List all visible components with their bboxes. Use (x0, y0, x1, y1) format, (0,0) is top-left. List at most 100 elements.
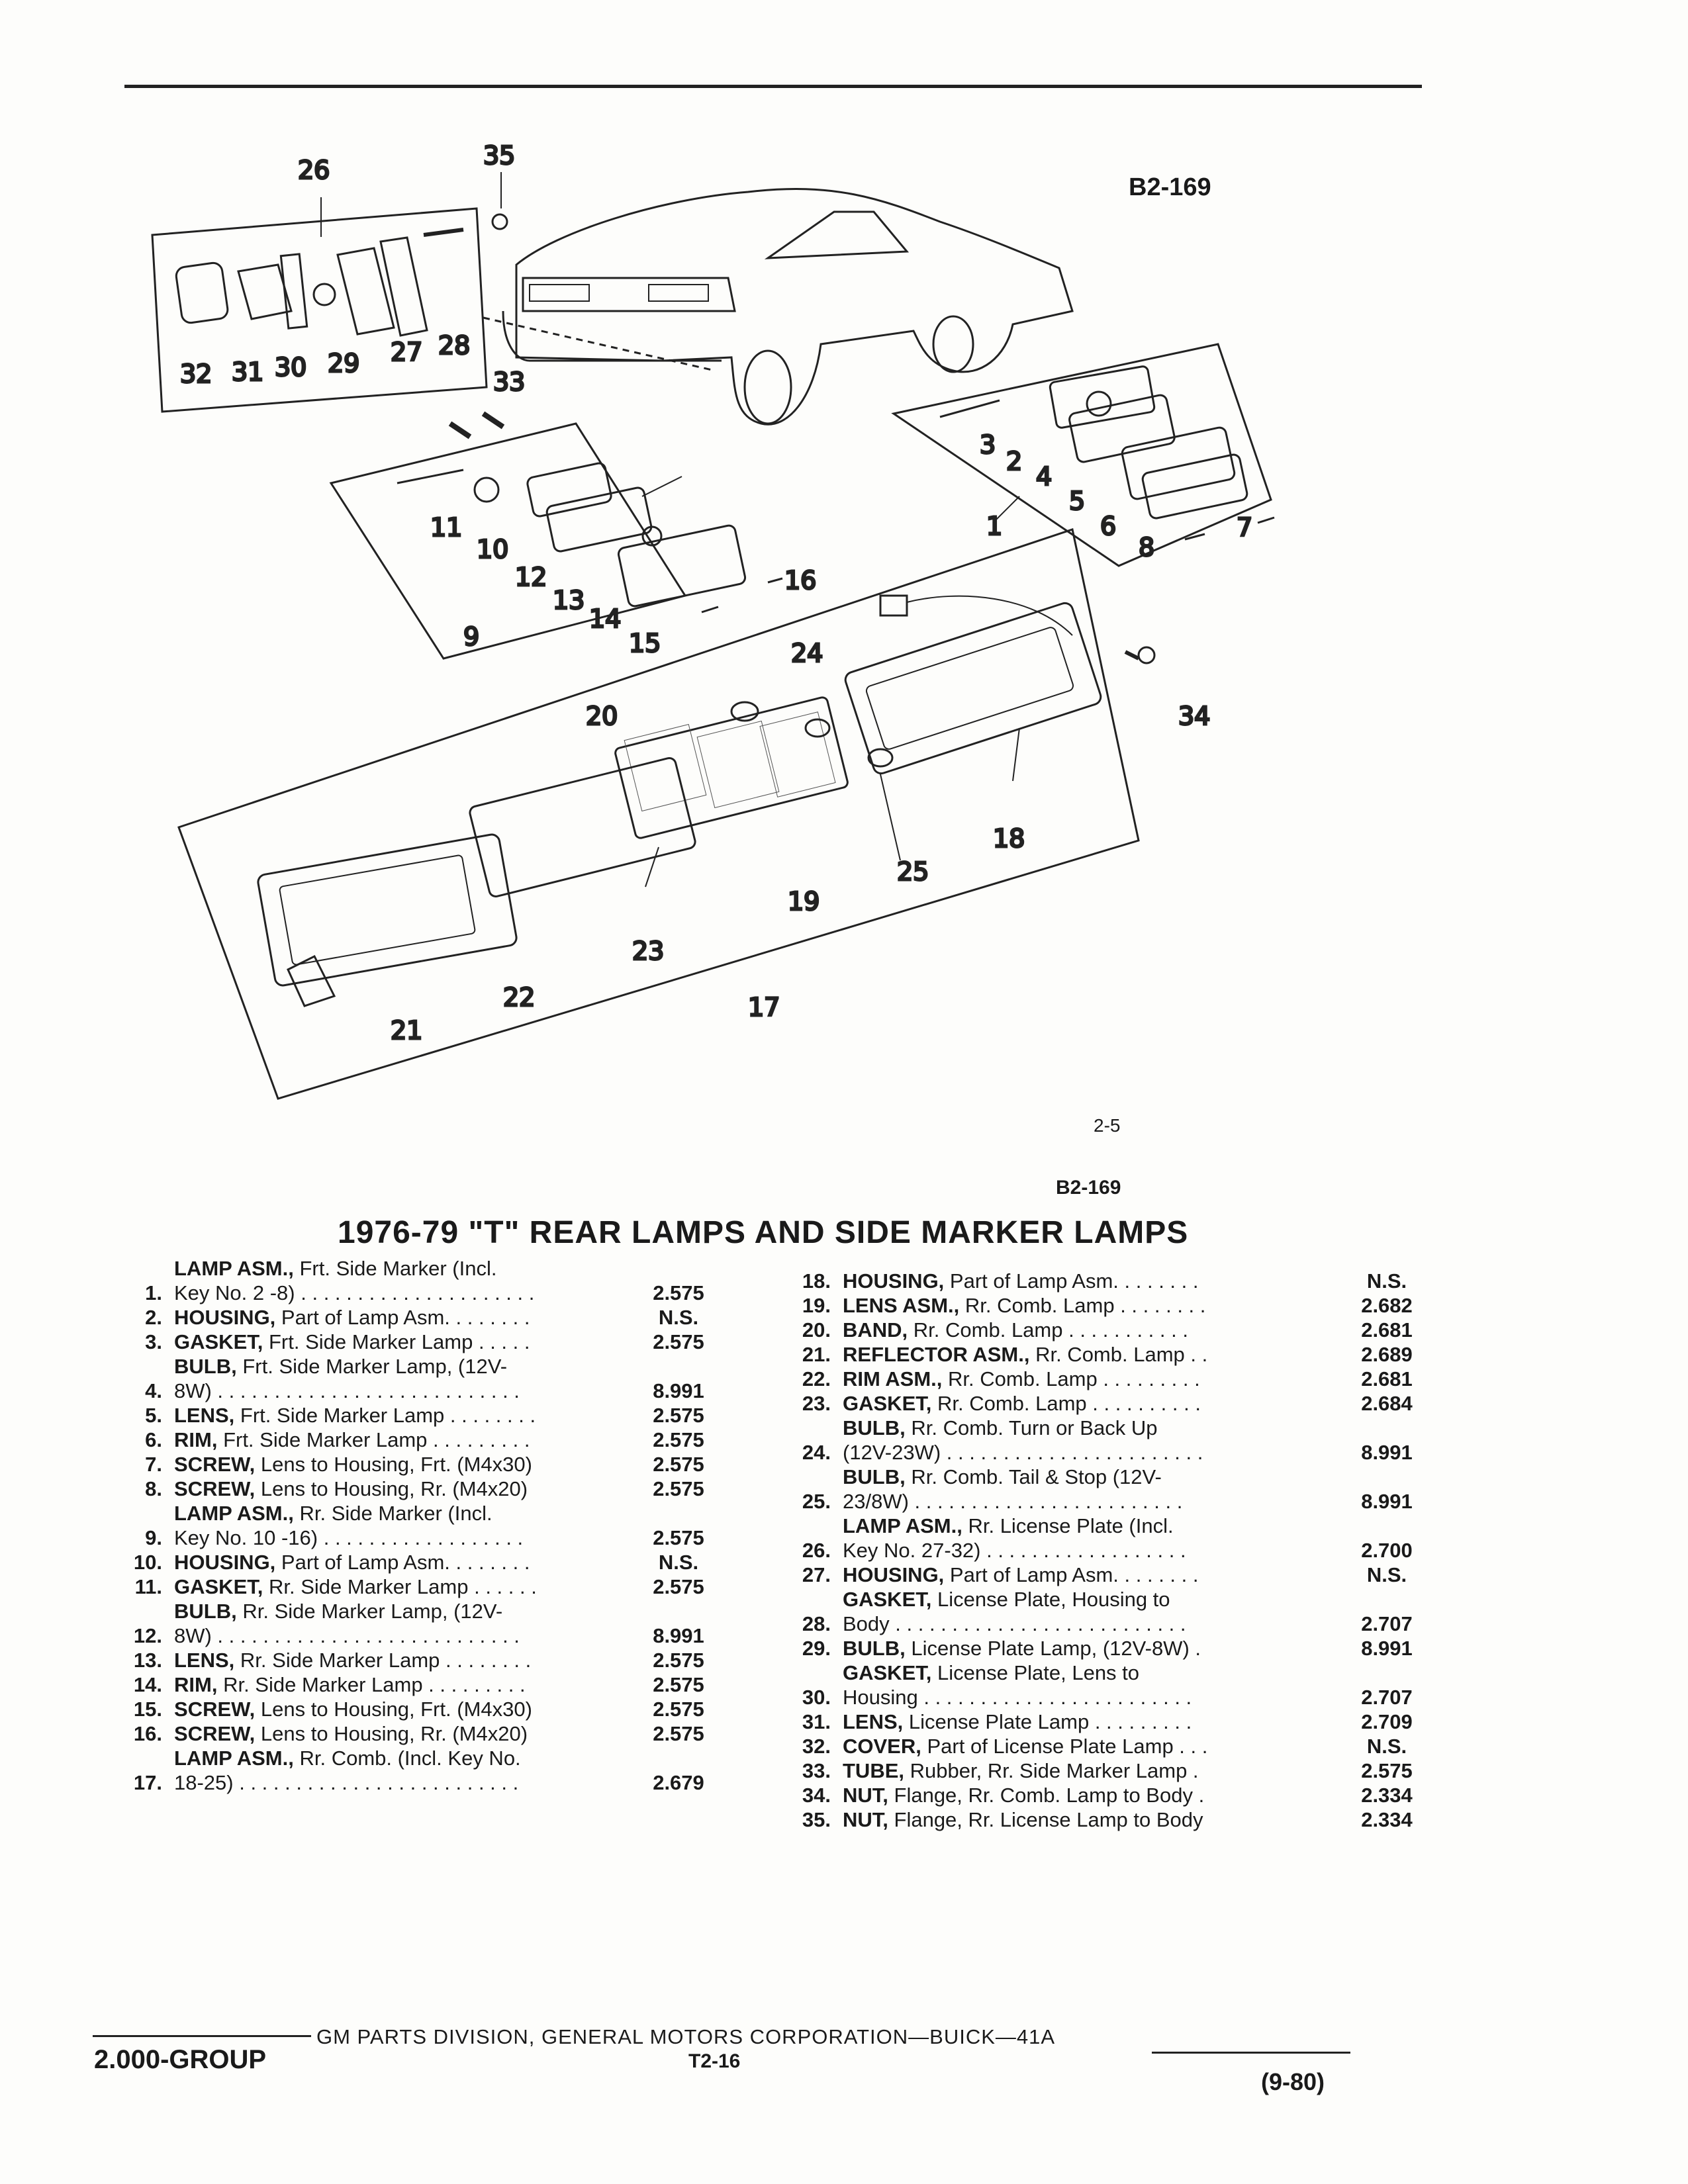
callout-31: 31 (232, 357, 263, 387)
parts-list-row: 2.HOUSING, Part of Lamp Asm. . . . . . .… (106, 1305, 722, 1330)
part-key-number: 24. (802, 1441, 831, 1464)
parts-list-row: 12.BULB, Rr. Side Marker Lamp, (12V- 8W)… (106, 1599, 722, 1648)
part-group-number: 2.575 (653, 1673, 704, 1696)
part-group-number: 2.689 (1361, 1343, 1413, 1366)
part-detail: Rr. Comb. Lamp . . . . . . . . . . (937, 1392, 1201, 1415)
figure-number: 2-5 (1094, 1115, 1121, 1136)
part-description: BULB, Rr. Comb. Turn or Back Up (12V-23W… (843, 1416, 1344, 1465)
parts-list-row: 19.LENS ASM., Rr. Comb. Lamp . . . . . .… (774, 1293, 1430, 1318)
parts-list-row: 16.SCREW, Lens to Housing, Rr. (M4x20)2.… (106, 1721, 722, 1746)
part-name: RIM, (174, 1673, 218, 1696)
part-key-number: 20. (802, 1318, 831, 1342)
callout-19: 19 (788, 887, 820, 916)
part-description: HOUSING, Part of Lamp Asm. . . . . . . . (843, 1269, 1344, 1293)
part-description: LAMP ASM., Rr. Comb. (Incl. Key No. 18-2… (174, 1746, 635, 1795)
part-detail: Rr. Side Marker Lamp . . . . . . (268, 1575, 537, 1598)
part-description: RIM, Rr. Side Marker Lamp . . . . . . . … (174, 1672, 635, 1697)
part-detail: Part of Lamp Asm. . . . . . . . (281, 1306, 530, 1329)
parts-list-row: 34.NUT, Flange, Rr. Comb. Lamp to Body .… (774, 1783, 1430, 1807)
callout-23: 23 (632, 936, 664, 966)
part-detail: Rr. Comb. Lamp . . (1035, 1343, 1208, 1366)
part-detail: Lens to Housing, Frt. (M4x30) (260, 1698, 532, 1721)
parts-list-row: 25.BULB, Rr. Comb. Tail & Stop (12V- 23/… (774, 1465, 1430, 1514)
part-name: LAMP ASM., (843, 1514, 962, 1537)
part-name: HOUSING, (843, 1269, 945, 1293)
part-detail: Part of Lamp Asm. . . . . . . . (949, 1563, 1199, 1586)
part-detail: Rr. Comb. Lamp . . . . . . . . . (948, 1367, 1200, 1390)
part-name: BULB, (843, 1416, 906, 1439)
part-group-number: 2.700 (1361, 1539, 1413, 1562)
part-key-number: 18. (802, 1269, 831, 1293)
part-name: LENS, (843, 1710, 904, 1733)
part-name: SCREW, (174, 1477, 256, 1500)
part-description: RIM ASM., Rr. Comb. Lamp . . . . . . . .… (843, 1367, 1344, 1391)
part-description: TUBE, Rubber, Rr. Side Marker Lamp . (843, 1758, 1344, 1783)
parts-list-row: 15.SCREW, Lens to Housing, Frt. (M4x30)2… (106, 1697, 722, 1721)
part-description: HOUSING, Part of Lamp Asm. . . . . . . . (174, 1550, 635, 1574)
part-detail: Rr. Comb. Tail & Stop (12V- 23/8W) . . .… (843, 1465, 1183, 1513)
part-detail: Rr. License Plate (Incl. Key No. 27-32) … (843, 1514, 1186, 1562)
part-key-number: 4. (145, 1379, 162, 1402)
part-name: LAMP ASM., (174, 1502, 294, 1525)
part-key-number: 34. (802, 1784, 831, 1807)
part-name: LENS, (174, 1404, 235, 1427)
part-group-number: N.S. (1366, 1735, 1407, 1758)
part-group-number: 2.709 (1361, 1710, 1413, 1733)
part-detail: Frt. Side Marker (Incl. Key No. 2 -8) . … (174, 1257, 535, 1304)
part-key-number: 32. (802, 1735, 831, 1758)
part-group-number: 2.575 (653, 1698, 704, 1721)
callout-35: 35 (483, 141, 515, 170)
part-group-number: 8.991 (1361, 1637, 1413, 1660)
part-name: TUBE, (843, 1759, 904, 1782)
part-detail: Part of Lamp Asm. . . . . . . . (949, 1269, 1199, 1293)
part-group-number: 2.575 (653, 1649, 704, 1672)
part-key-number: 27. (802, 1563, 831, 1586)
part-key-number: 29. (802, 1637, 831, 1660)
parts-list-row: 9.LAMP ASM., Rr. Side Marker (Incl. Key … (106, 1501, 722, 1550)
top-rule (124, 85, 1422, 88)
part-group-number: 2.334 (1361, 1808, 1413, 1831)
callout-11: 11 (430, 513, 462, 542)
part-group-number: N.S. (1366, 1269, 1407, 1293)
callout-18: 18 (993, 824, 1025, 853)
parts-list-row: 13.LENS, Rr. Side Marker Lamp . . . . . … (106, 1648, 722, 1672)
part-key-number: 31. (802, 1710, 831, 1733)
part-description: BAND, Rr. Comb. Lamp . . . . . . . . . .… (843, 1318, 1344, 1342)
part-detail: License Plate Lamp . . . . . . . . . (908, 1710, 1192, 1733)
callout-3: 3 (980, 430, 996, 459)
section-ref-code: B2-169 (1056, 1177, 1121, 1199)
part-name: GASKET, (843, 1588, 932, 1611)
part-group-number: 2.682 (1361, 1294, 1413, 1317)
callout-1: 1 (986, 512, 1002, 541)
part-detail: Rr. Comb. Lamp . . . . . . . . . . . (913, 1318, 1188, 1342)
part-key-number: 12. (133, 1624, 162, 1647)
callout-6: 6 (1100, 512, 1116, 541)
part-name: RIM ASM., (843, 1367, 943, 1390)
part-detail: Rr. Comb. Turn or Back Up (12V-23W) . . … (843, 1416, 1203, 1464)
part-name: GASKET, (174, 1330, 263, 1353)
part-group-number: 8.991 (1361, 1490, 1413, 1513)
part-key-number: 11. (134, 1575, 162, 1598)
part-key-number: 6. (145, 1428, 162, 1451)
part-detail: Flange, Rr. License Lamp to Body (894, 1808, 1203, 1831)
callout-30: 30 (275, 353, 306, 382)
part-detail: Rr. Side Marker Lamp, (12V- 8W) . . . . … (174, 1600, 520, 1647)
callout-21: 21 (391, 1016, 422, 1045)
callout-22: 22 (503, 983, 535, 1012)
parts-list-row: 10.HOUSING, Part of Lamp Asm. . . . . . … (106, 1550, 722, 1574)
part-key-number: 8. (145, 1477, 162, 1500)
part-group-number: N.S. (658, 1551, 699, 1574)
part-detail: License Plate Lamp, (12V-8W) . (911, 1637, 1201, 1660)
part-description: LENS, Frt. Side Marker Lamp . . . . . . … (174, 1403, 635, 1428)
callout-29: 29 (328, 349, 359, 378)
parts-list-row: 32. COVER, Part of License Plate Lamp . .… (774, 1734, 1430, 1758)
part-description: COVER, Part of License Plate Lamp . . . (843, 1734, 1344, 1758)
parts-list-row: 22.RIM ASM., Rr. Comb. Lamp . . . . . . … (774, 1367, 1430, 1391)
part-name: GASKET, (843, 1661, 932, 1684)
part-group-number: 8.991 (653, 1624, 704, 1647)
part-name: LENS, (174, 1649, 235, 1672)
callout-labels: 1 2 3 4 5 6 7 8 9 10 11 12 13 14 15 16 1… (179, 140, 1254, 1046)
part-name: HOUSING, (843, 1563, 945, 1586)
part-detail: Frt. Side Marker Lamp, (12V- 8W) . . . .… (174, 1355, 520, 1402)
part-detail: Rubber, Rr. Side Marker Lamp . (910, 1759, 1199, 1782)
